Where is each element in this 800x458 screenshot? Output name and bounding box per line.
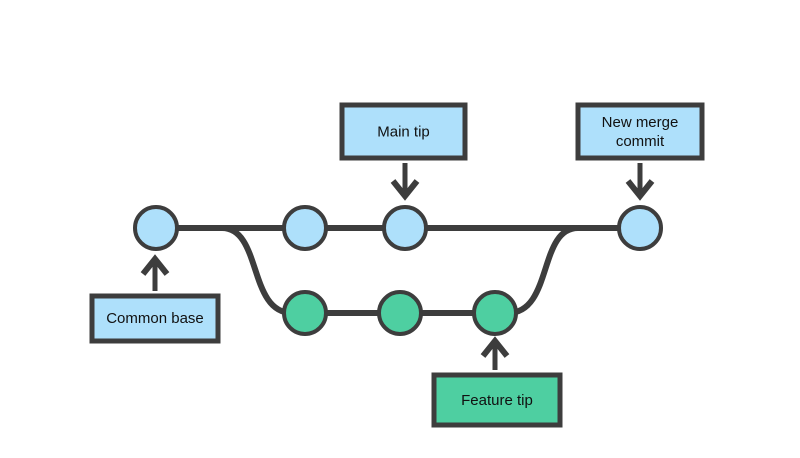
callout-new-merge-commit[interactable]: New merge commit (575, 102, 705, 201)
callout-main-tip-label: Main tip (377, 123, 430, 140)
edge-branch-off-curve (219, 225, 295, 316)
commit-node-feature-2[interactable] (377, 290, 423, 336)
callout-new-merge-commit-box[interactable] (575, 102, 705, 161)
arrow-up-icon-common-base (140, 254, 170, 291)
callout-common-base-box[interactable] (89, 293, 221, 344)
callout-new-merge-commit-label-line2: commit (616, 133, 665, 150)
callout-common-base-label: Common base (106, 310, 204, 327)
edge-merge-in-curve (505, 225, 581, 316)
arrow-down-icon-main-tip (390, 163, 420, 201)
arrow-down-icon-new-merge-commit (625, 163, 655, 201)
commit-node-main-1[interactable] (282, 205, 328, 251)
arrow-up-icon-feature-tip (480, 336, 510, 370)
commit-node-feature-3[interactable] (472, 290, 518, 336)
callout-new-merge-commit-label-line1: New merge (602, 114, 679, 131)
callout-common-base[interactable]: Common base (89, 254, 221, 344)
callout-main-tip-box[interactable] (339, 102, 468, 161)
callout-feature-tip-box[interactable] (431, 372, 563, 428)
commit-node-common-base[interactable] (133, 205, 179, 251)
commit-node-feature-1[interactable] (282, 290, 328, 336)
callout-main-tip[interactable]: Main tip (339, 102, 468, 201)
callout-feature-tip-label: Feature tip (461, 392, 533, 409)
node-group (133, 205, 663, 336)
commit-node-main-2[interactable] (382, 205, 428, 251)
commit-node-merge-commit[interactable] (617, 205, 663, 251)
callout-feature-tip[interactable]: Feature tip (431, 336, 563, 428)
